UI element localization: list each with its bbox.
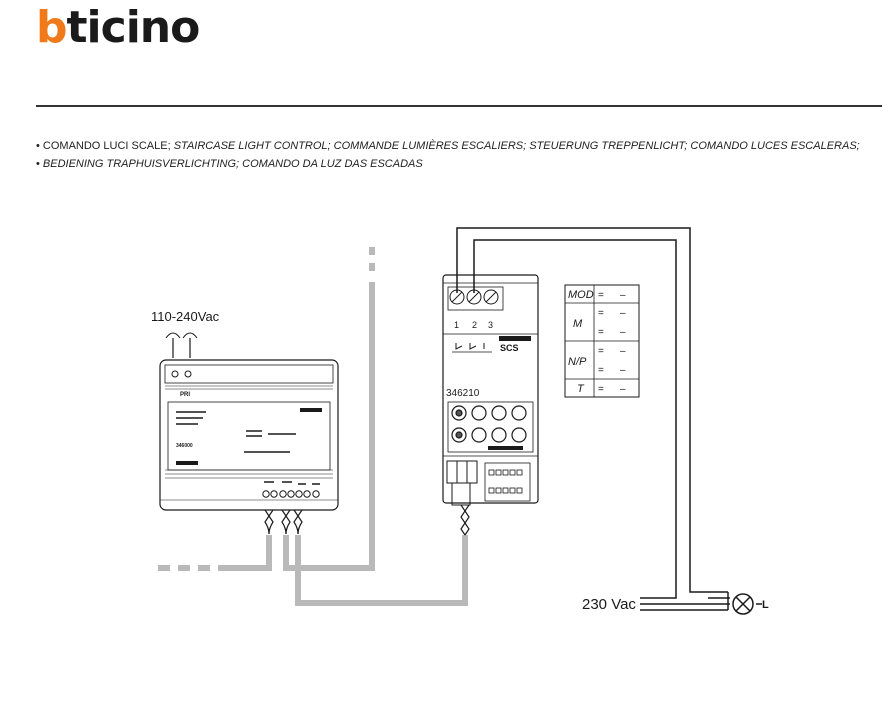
svg-text:=: = <box>598 308 604 319</box>
psu-bus-terminals <box>262 490 320 498</box>
svg-text:–: – <box>620 384 626 395</box>
mains-voltage-label: 230 Vac <box>582 596 636 613</box>
config-key-m: M <box>573 318 583 330</box>
svg-text:=: = <box>598 365 604 376</box>
bus-cable-actuator <box>295 535 468 606</box>
svg-text:=: = <box>598 384 604 395</box>
config-key-t: T <box>577 383 585 395</box>
bus-cable-left <box>218 535 272 571</box>
relay-contact-symbol <box>455 343 485 350</box>
svg-text:–: – <box>620 290 626 301</box>
svg-text:=: = <box>598 290 604 301</box>
lamp-icon <box>732 593 754 615</box>
bus-cable-riser <box>283 282 375 571</box>
config-key-mod: MOD <box>568 289 594 301</box>
configurator-sockets <box>451 405 527 443</box>
svg-text:–: – <box>620 308 626 319</box>
psu-input-voltage: 110-240Vac <box>151 309 220 324</box>
caption-line-2: • BEDIENING TRAPHUISVERLICHTING; COMANDO… <box>36 158 423 170</box>
mains-input-wires <box>172 338 191 358</box>
power-supply-346000: PRI 346000 <box>159 332 339 511</box>
terminal-number-1: 1 <box>454 320 459 330</box>
svg-text:=: = <box>598 346 604 357</box>
load-label: L <box>762 599 769 611</box>
config-key-np: N/P <box>568 356 587 368</box>
svg-text:–: – <box>620 365 626 376</box>
terminal-number-2: 2 <box>472 320 477 330</box>
psu-model-label: 346000 <box>176 443 193 449</box>
svg-text:–: – <box>620 346 626 357</box>
config-table: MOD = – M = – = – N/P = – = – T = – <box>564 284 640 398</box>
wire-terminal-2 <box>473 239 677 599</box>
terminal-number-3: 3 <box>488 320 493 330</box>
power-supply-body <box>159 359 339 511</box>
bticino-logo: bticino <box>36 2 200 53</box>
mains-wiring <box>456 227 762 611</box>
caption-line-1: • COMANDO LUCI SCALE; STAIRCASE LIGHT CO… <box>36 140 860 152</box>
svg-text:=: = <box>598 327 604 338</box>
svg-text:–: – <box>620 327 626 338</box>
bus-cables <box>158 247 468 606</box>
psu-pri-label: PRI <box>180 392 190 398</box>
actuator-346210: 1 2 3 SCS 346210 <box>442 274 539 506</box>
actuator-model-label: 346210 <box>446 388 480 399</box>
actuator-system-label: SCS <box>500 343 519 353</box>
wire-terminal-1 <box>456 227 728 593</box>
header-rule <box>36 105 882 107</box>
